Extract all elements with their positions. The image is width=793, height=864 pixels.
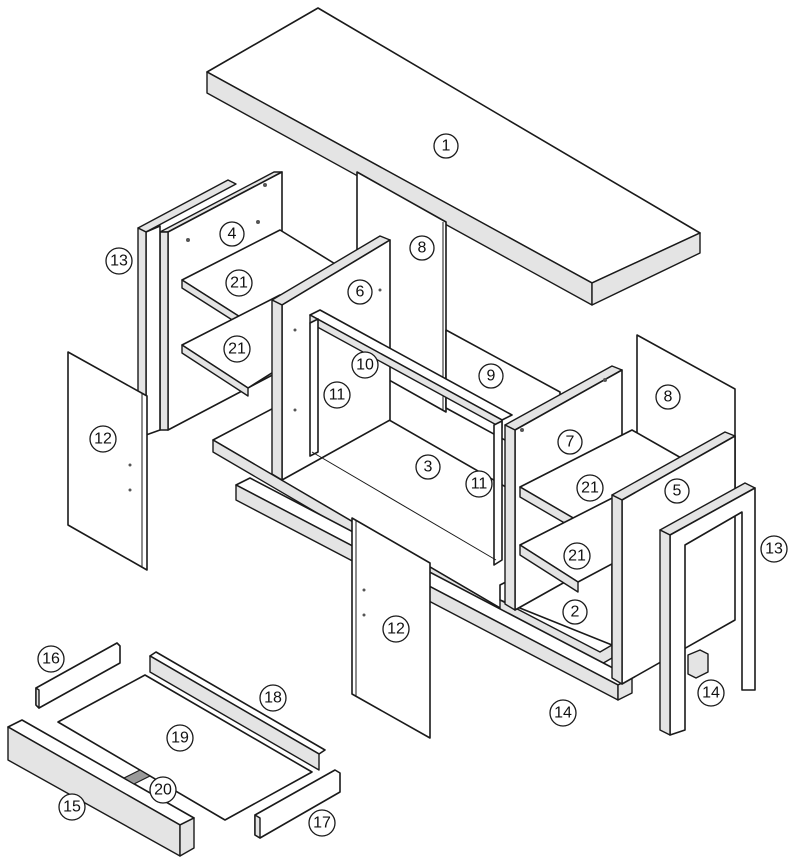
inner-post-right	[493, 420, 503, 566]
callout-13-left-label: 13	[110, 253, 128, 270]
callout-19-label: 19	[171, 730, 189, 747]
callout-7: 7	[557, 429, 583, 455]
left-frame	[137, 179, 237, 436]
drawer-front	[7, 719, 195, 857]
callout-2-label: 2	[571, 604, 580, 621]
callout-14-front: 14	[549, 699, 577, 727]
drawer-handle	[122, 769, 152, 785]
callout-9: 9	[478, 363, 504, 389]
callout-8-right: 8	[655, 384, 681, 410]
callout-21-upper-right-label: 21	[581, 480, 599, 497]
callout-21-lower-right: 21	[563, 542, 591, 570]
callout-21-upper-left-label: 21	[230, 275, 248, 292]
callout-14-right: 14	[697, 679, 725, 707]
drawer-back	[149, 651, 326, 771]
callout-21-lower-left-label: 21	[228, 341, 246, 358]
callout-12-left-label: 12	[94, 431, 112, 448]
callout-5: 5	[664, 478, 690, 504]
callout-19: 19	[166, 724, 194, 752]
callout-21-upper-left: 21	[225, 269, 253, 297]
callout-21-upper-right: 21	[576, 474, 604, 502]
callout-4: 4	[219, 221, 245, 247]
callout-15: 15	[58, 793, 86, 821]
callout-2: 2	[562, 599, 588, 625]
callout-9-label: 9	[487, 368, 496, 385]
callout-6-label: 6	[356, 284, 365, 301]
callout-21-lower-right-label: 21	[568, 548, 586, 565]
callout-1: 1	[433, 133, 459, 159]
callout-5-label: 5	[673, 483, 682, 500]
callout-18-label: 18	[264, 690, 282, 707]
callout-10: 10	[351, 351, 379, 379]
callout-8-left-label: 8	[418, 240, 427, 257]
inner-post-left	[309, 318, 319, 457]
callout-4-label: 4	[228, 226, 237, 243]
callout-1-label: 1	[442, 138, 451, 155]
callout-16-label: 16	[42, 651, 60, 668]
callout-18: 18	[259, 684, 287, 712]
callout-6: 6	[347, 279, 373, 305]
callout-14-front-label: 14	[554, 705, 572, 722]
callout-20-label: 20	[154, 782, 172, 799]
callout-12-right-label: 12	[387, 621, 405, 638]
drawer-side-right	[254, 769, 341, 839]
callout-8-right-label: 8	[664, 389, 673, 406]
foot-block	[687, 649, 709, 679]
callout-17-label: 17	[313, 815, 331, 832]
callout-13-left: 13	[105, 247, 133, 275]
callout-11-left-label: 11	[329, 387, 346, 404]
callout-3: 3	[415, 454, 441, 480]
callout-10-label: 10	[356, 357, 374, 374]
callout-7-label: 7	[566, 434, 575, 451]
callout-8-left: 8	[409, 235, 435, 261]
drawer-side-left	[35, 642, 121, 709]
callout-14-right-label: 14	[702, 685, 720, 702]
callout-12-right: 12	[382, 615, 410, 643]
callout-11-right-label: 11	[471, 476, 488, 493]
callout-17: 17	[308, 809, 336, 837]
callout-13-right-label: 13	[765, 541, 783, 558]
callout-12-left: 12	[89, 425, 117, 453]
left-door	[67, 351, 148, 571]
callout-13-right: 13	[760, 535, 788, 563]
callout-16: 16	[37, 645, 65, 673]
callout-11-right: 11	[465, 470, 493, 498]
callout-20: 20	[149, 776, 177, 804]
top-rail	[309, 309, 513, 429]
callout-11-left: 11	[323, 381, 351, 409]
callout-3-label: 3	[424, 459, 433, 476]
right-frame	[659, 482, 756, 736]
callout-15-label: 15	[63, 799, 81, 816]
callout-21-lower-left: 21	[223, 335, 251, 363]
